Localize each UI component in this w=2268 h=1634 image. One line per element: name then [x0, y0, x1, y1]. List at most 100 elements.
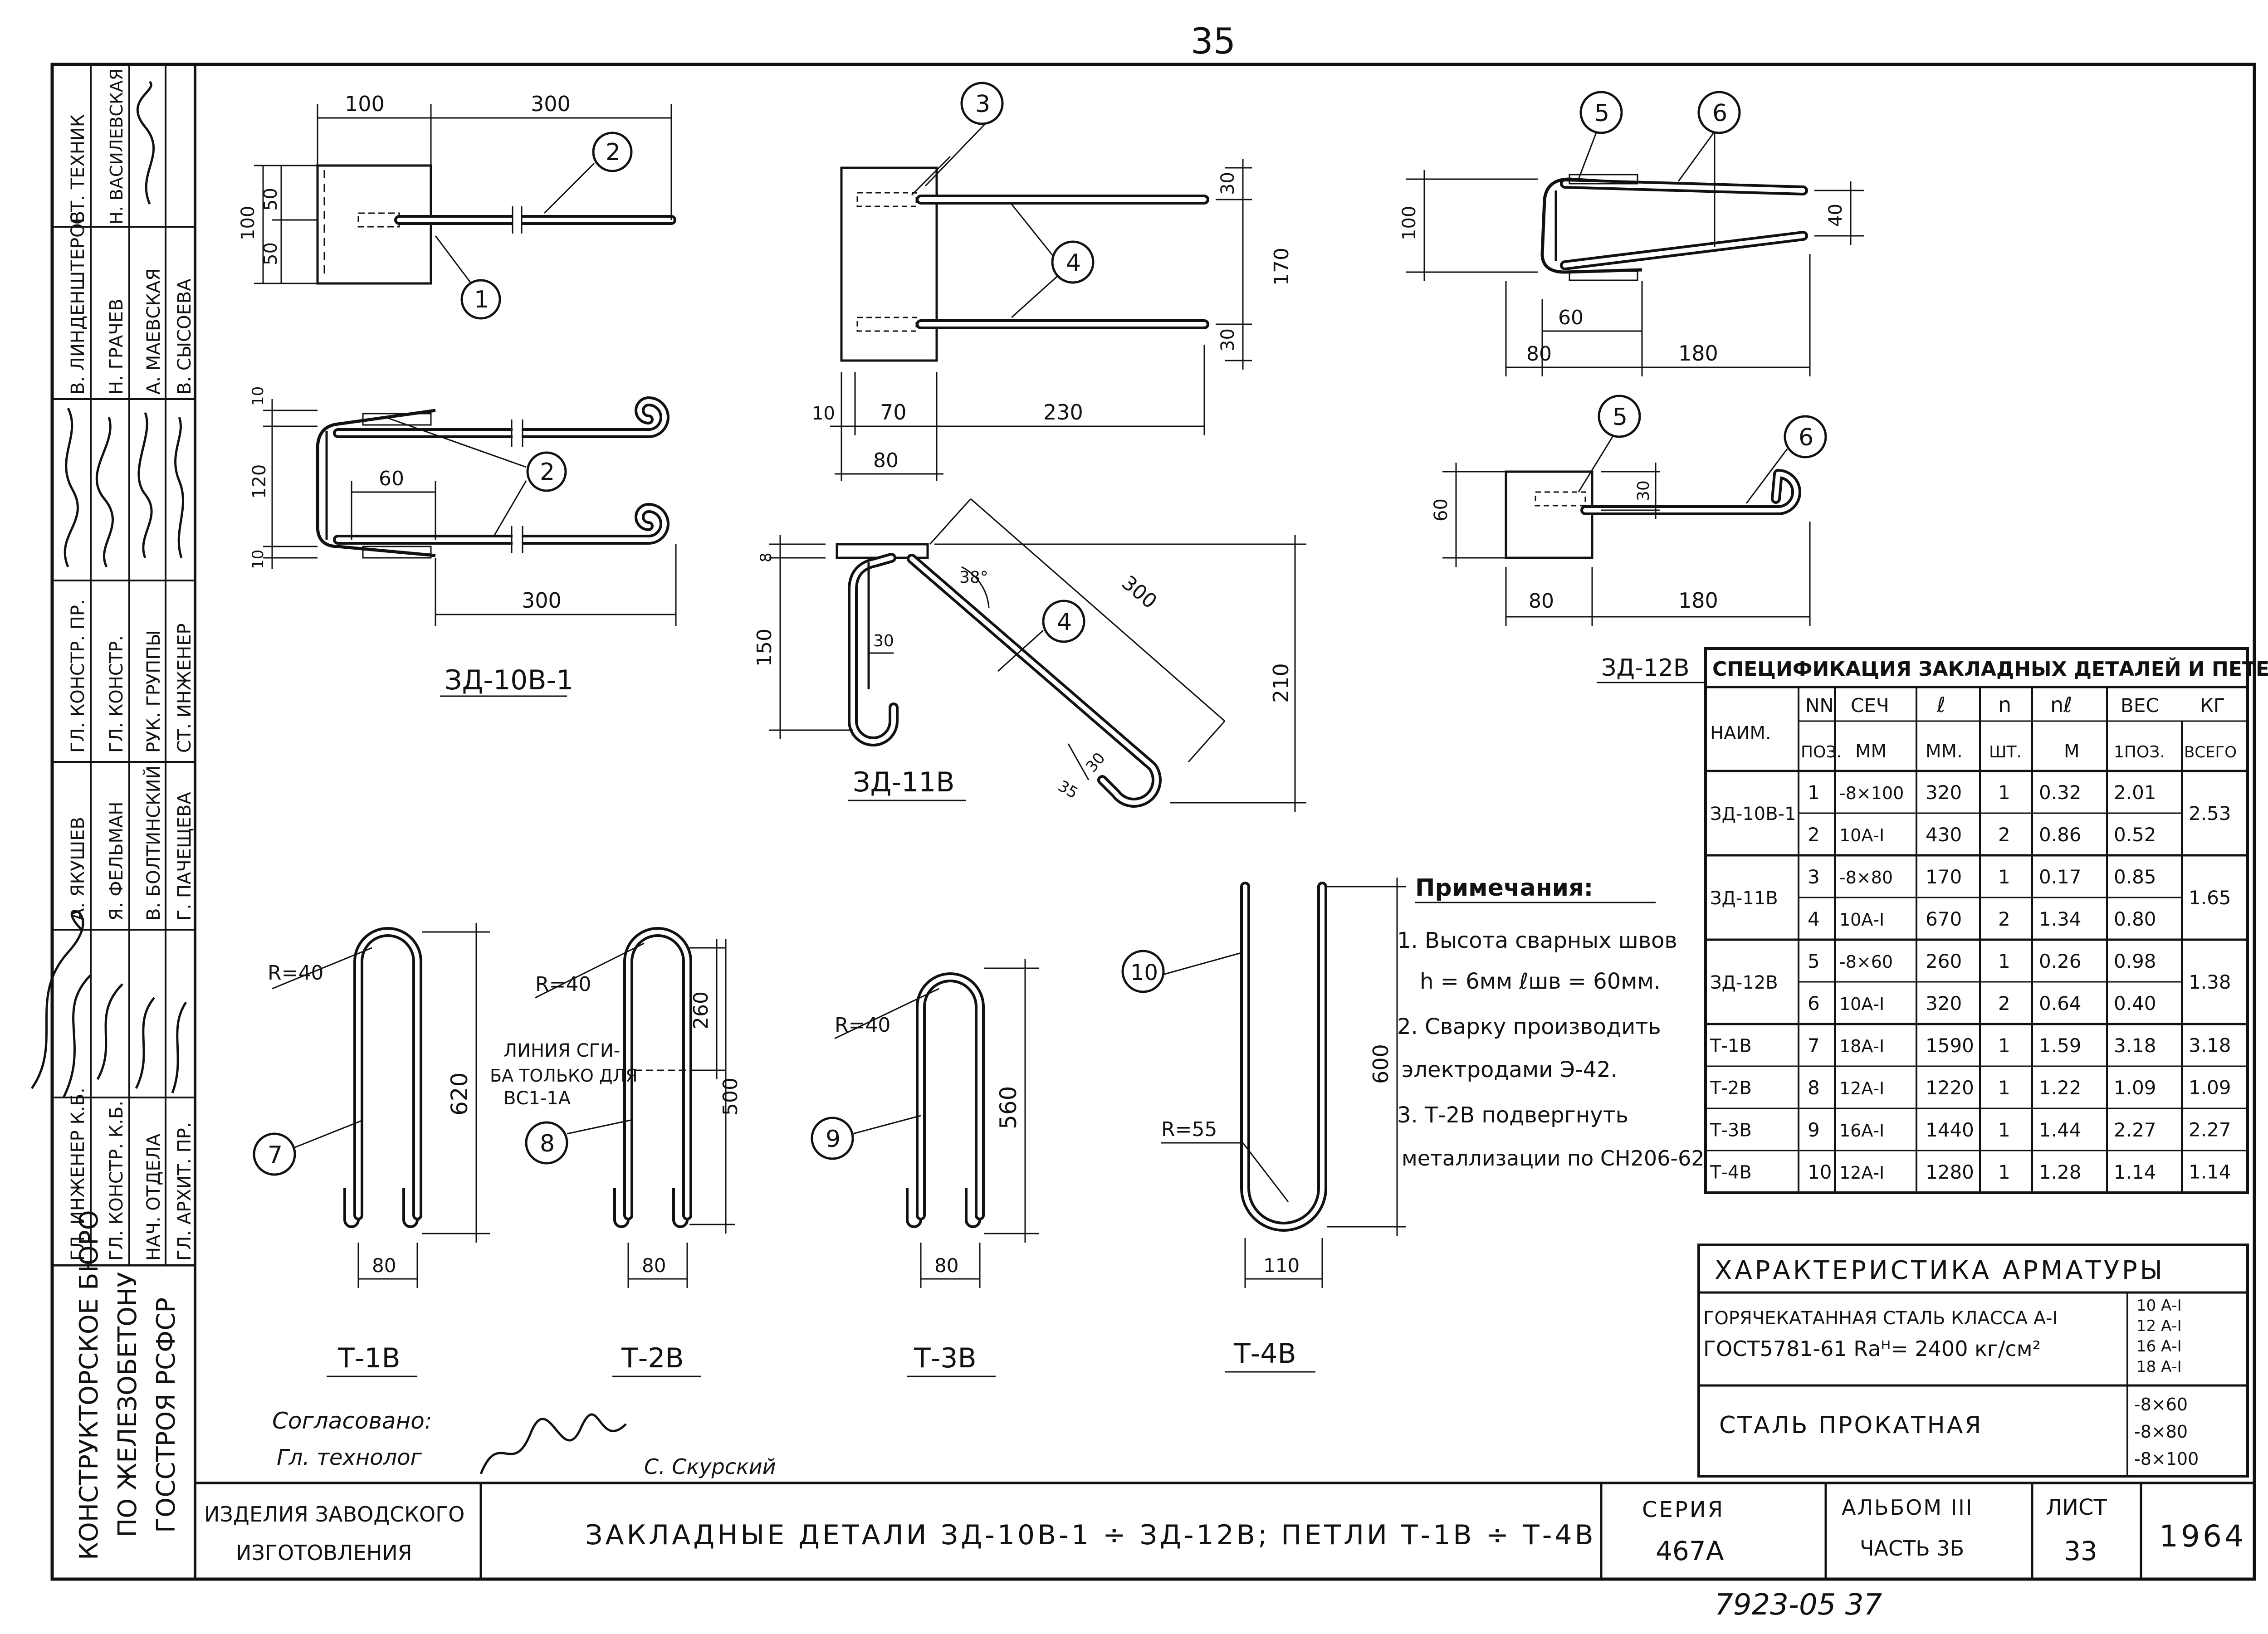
dim-label: 260 — [689, 991, 713, 1029]
dim-label: 80 — [1529, 590, 1554, 613]
dim-label: 35 — [1055, 777, 1081, 802]
stamp-role-1: ГЛ. ИНЖЕНЕР К.Б. — [68, 1088, 88, 1261]
detail-zd10: 100 300 100 50 50 1 2 — [238, 92, 677, 697]
rebar-size: -8×60 — [2134, 1395, 2188, 1415]
spec-cell-n: 2 — [1998, 992, 2010, 1015]
spec-cell-pos: 10 — [1808, 1161, 1832, 1183]
sheet-title: ЗАКЛАДНЫЕ ДЕТАЛИ ЗД-10В-1 ÷ ЗД-12В; ПЕТЛ… — [585, 1519, 1596, 1551]
plate — [1505, 470, 1593, 559]
note-line: 1. Высота сварных швов — [1397, 928, 1677, 953]
spec-cell-n: 1 — [1998, 1077, 2010, 1099]
rebar-row2: СТАЛЬ ПРОКАТНАЯ — [1719, 1412, 1983, 1439]
dim-label: 300 — [1117, 571, 1161, 613]
spec-cell-nl: 1.59 — [2039, 1034, 2082, 1057]
stamp-name-9: Н. ВАСИЛЕВСКАЯ — [107, 68, 127, 224]
dim-label: 50 — [260, 242, 281, 265]
spec-cell-l: 170 — [1926, 866, 1962, 888]
stamp-role-3: НАЧ. ОТДЕЛА — [143, 1133, 164, 1261]
spec-cell-w1: 0.80 — [2114, 908, 2156, 930]
spec-cell-l: 430 — [1926, 824, 1962, 846]
detail-zd11: 30 170 30 10 70 230 80 3 4 8 150 3 — [753, 82, 1306, 812]
rebar-row1-line1: ГОРЯЧЕКАТАННАЯ СТАЛЬ КЛАССА А-I — [1703, 1308, 2058, 1329]
loop-note: БА ТОЛЬКО ДЛЯ — [490, 1066, 638, 1086]
loop-label: Т-3В — [914, 1342, 977, 1374]
spec-cell-w1: 2.01 — [2114, 781, 2156, 804]
callout-circle — [525, 1121, 568, 1165]
title-category1: ИЗДЕЛИЯ ЗАВОДСКОГО — [204, 1502, 464, 1527]
spec-head: NN — [1805, 694, 1834, 717]
title-category2: ИЗГОТОВЛЕНИЯ — [236, 1541, 412, 1565]
spec-cell-sec: -8×80 — [1839, 868, 1893, 888]
spec-cell-l: 1590 — [1926, 1034, 1974, 1057]
callout-number: 4 — [1066, 249, 1081, 277]
callout-circle — [960, 82, 1004, 125]
spec-cell-name: Т-2В — [1710, 1078, 1752, 1099]
dim-label: 560 — [995, 1086, 1022, 1129]
spec-cell-pos: 8 — [1808, 1077, 1820, 1099]
callout-circle — [526, 451, 567, 492]
approval-name: С. Скурский — [644, 1454, 776, 1479]
spec-head: n — [1998, 693, 2011, 717]
spec-cell-l: 1440 — [1926, 1119, 1974, 1141]
callout-number: 3 — [975, 91, 990, 118]
stamp-name-4: Г. ПАЧЕЩЕВА — [174, 792, 195, 921]
spec-cell-n: 1 — [1998, 781, 2010, 804]
stamp-name-6: Н. ГРАЧЕВ — [106, 298, 127, 395]
spec-cell-sec: 10А-I — [1839, 825, 1884, 845]
spec-cell-pos: 5 — [1808, 950, 1820, 972]
callout-number: 7 — [268, 1141, 283, 1169]
spec-cell-l: 670 — [1926, 908, 1962, 930]
callout-circle — [1598, 395, 1641, 438]
spec-cell-w1: 3.18 — [2114, 1034, 2156, 1057]
loop-label: Т-4В — [1233, 1338, 1296, 1370]
loop-note: ЛИНИЯ СГИ- — [503, 1040, 620, 1061]
spec-cell-n: 1 — [1998, 1034, 2010, 1057]
spec-cell-total: 1.65 — [2189, 887, 2231, 909]
spec-cell-nl: 0.32 — [2039, 781, 2082, 804]
spec-cell-nl: 0.64 — [2039, 992, 2082, 1015]
dim-label: 80 — [372, 1254, 396, 1277]
dim-label: R=40 — [268, 961, 323, 985]
spec-cell-pos: 3 — [1808, 866, 1820, 888]
stamp-name-8: В. СЫСОЕВА — [174, 278, 195, 395]
approval-line1: Согласовано: — [272, 1408, 432, 1434]
callout-number: 10 — [1130, 960, 1158, 985]
dim-label: R=55 — [1161, 1118, 1217, 1141]
album-part: ЧАСТЬ 3Б — [1860, 1536, 1964, 1561]
callout-number: 5 — [1613, 404, 1628, 431]
spec-cell-w1: 0.52 — [2114, 824, 2156, 846]
loop-t1: R=40 620 80 7 Т-1В — [253, 923, 490, 1377]
stamp-name-3: В. БОЛТИНСКИЙ — [142, 766, 164, 921]
sheet-label: ЛИСТ — [2046, 1495, 2107, 1520]
spec-cell-l: 260 — [1926, 950, 1962, 972]
spec-head: КГ — [2200, 694, 2225, 717]
callout-circle — [1042, 600, 1085, 643]
spec-cell-nl: 0.86 — [2039, 824, 2082, 846]
spec-cell-name: ЗД-10В-1 — [1710, 804, 1796, 824]
dim-label: 100 — [1399, 206, 1420, 240]
signature-scribble — [479, 1413, 627, 1474]
callout-circle — [1051, 240, 1095, 284]
stamp-role-8: СТ. ИНЖЕНЕР — [174, 623, 195, 753]
loop-t2: R=40 260 500 80 ЛИНИЯ СГИ- БА ТОЛЬКО ДЛЯ… — [490, 927, 742, 1377]
dim-label: 10 — [249, 386, 267, 406]
callout-number: 2 — [540, 458, 555, 486]
callout-circle — [460, 279, 501, 320]
dim-label: 180 — [1678, 341, 1718, 366]
detail-zd12: 100 40 60 80 180 5 6 60 30 — [1399, 91, 1864, 683]
loop-bar — [916, 972, 985, 1220]
callout-number: 1 — [474, 286, 489, 313]
rebar-table: ХАРАКТЕРИСТИКА АРМАТУРЫ ГОРЯЧЕКАТАННАЯ С… — [1697, 1244, 2249, 1478]
note-line: 2. Сварку производить — [1397, 1014, 1661, 1039]
spec-head: 1ПОЗ. — [2114, 743, 2165, 761]
dim-label: 30 — [873, 632, 894, 650]
spec-cell-pos: 9 — [1808, 1119, 1820, 1141]
spec-cell-total: 2.27 — [2189, 1119, 2231, 1141]
detail-label: ЗД-12В — [1601, 654, 1690, 682]
dim-label: 300 — [531, 92, 571, 116]
title-block: ИЗДЕЛИЯ ЗАВОДСКОГО ИЗГОТОВЛЕНИЯ ЗАКЛАДНЫ… — [204, 1483, 2244, 1579]
sheet-value: 33 — [2064, 1536, 2097, 1566]
rebar-size: 16 А-I — [2136, 1337, 2182, 1356]
spec-cell-total: 1.09 — [2189, 1077, 2231, 1099]
